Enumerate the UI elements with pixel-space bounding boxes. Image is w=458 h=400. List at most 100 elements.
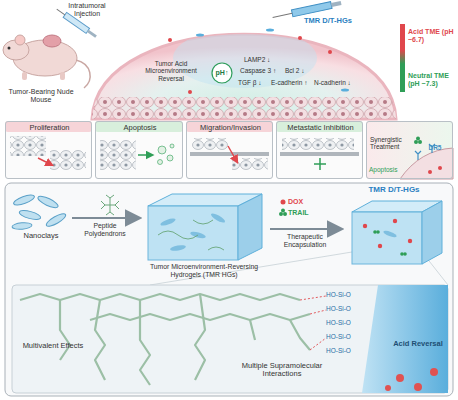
syringe-right-part — [331, 1, 342, 7]
tumor-dome-part — [196, 34, 204, 37]
synergy-cell — [400, 137, 453, 180]
syringe-right-part — [273, 13, 293, 17]
annotation-label: E-cadherin ↑ — [271, 79, 313, 86]
node-shape-part — [352, 212, 422, 264]
node-shape-part — [160, 217, 177, 227]
effect-panels-part — [276, 121, 363, 132]
nanoclay-discs-part — [12, 193, 35, 207]
legend-swatch — [400, 24, 405, 50]
annotation-label: TRAIL — [288, 209, 318, 217]
annotation-label: LAMP2 ↓ — [244, 56, 284, 63]
effect-panel: Apoptosis — [95, 121, 183, 179]
apoptosis-cells-part — [170, 144, 174, 148]
proton-dots-part — [414, 383, 422, 391]
synergy-cell-part — [428, 170, 432, 174]
proton-dots-part — [396, 374, 404, 382]
polydendron-icon — [101, 195, 119, 215]
molecular-zoom-part — [362, 285, 448, 393]
node-label: pH↑ — [211, 69, 233, 77]
tumor-dome-part — [298, 36, 302, 40]
annotation-label: TMR D/T-HGs — [298, 17, 358, 25]
node-shape-part — [238, 194, 262, 260]
molecular-zoom-part — [12, 285, 448, 393]
nanoclay-discs — [12, 193, 68, 230]
annotation-label: TGF β ↓ — [238, 79, 270, 86]
syringe-right-part — [291, 2, 332, 17]
tumor-dome-part — [266, 29, 274, 32]
node-shape-part — [383, 230, 398, 239]
tumor-dome — [92, 28, 396, 119]
ph-gradient-bar — [400, 50, 405, 64]
node-shape — [138, 190, 270, 262]
polymer-chains-part — [140, 300, 150, 385]
molecular-zoom — [12, 285, 448, 393]
node-shape-part — [378, 244, 382, 248]
hydrogen-bonds-part — [310, 338, 326, 350]
node-label: Migration/Invasion — [187, 124, 274, 132]
drug-icons — [279, 200, 287, 217]
apoptosis-cells-part — [158, 146, 166, 154]
edge-label: Therapeutic Encapsulation — [272, 233, 338, 248]
proliferation-cells — [10, 136, 86, 170]
migration-cells-part — [228, 146, 236, 160]
nanoclay-discs-part — [37, 194, 60, 210]
annotation-label: Multivalent Effects — [18, 342, 88, 350]
preparation-panel-part — [5, 183, 453, 396]
mouse-drawing-part — [22, 72, 27, 80]
node-label: Metastatic Inhibition — [277, 124, 364, 132]
annotation-label: Tumor Acid Microenvironment Reversal — [134, 60, 208, 82]
proliferation-cells-part — [50, 150, 86, 170]
proliferation-cells-part — [38, 158, 50, 164]
migration-cells-part — [232, 158, 268, 170]
effect-panel: Metastatic Inhibition — [276, 121, 363, 179]
mouse-drawing-part — [60, 72, 65, 80]
tumor-dome-part — [173, 28, 317, 88]
drug-icons-part — [281, 200, 286, 205]
legend-label: Neutral TME (pH ~7.3) — [408, 72, 456, 88]
legend-label: Acid TME (pH ~6.7) — [408, 28, 456, 44]
tumor-dome-part — [188, 90, 192, 94]
node-label: Tumor Microenvironment-Reversing Hydroge… — [138, 263, 270, 278]
polymer-chains-part — [90, 314, 310, 320]
legend-swatch — [400, 64, 405, 92]
proliferation-cells-part — [10, 136, 46, 156]
migration-cells-part — [192, 138, 228, 150]
mouse-drawing-part — [43, 35, 61, 47]
node-label: Synergistic Treatment — [370, 136, 410, 151]
node-label: Apoptosis — [96, 124, 184, 132]
node-sublabel: DR5 — [423, 144, 447, 151]
effect-panels-part — [5, 121, 92, 132]
polymer-chains-part — [250, 320, 255, 340]
synergy-cell-part — [416, 137, 420, 141]
effect-panel: Proliferation — [5, 121, 92, 179]
synergy-cell-part — [415, 151, 421, 160]
annotation-label: Acid Reversal — [392, 340, 444, 348]
proton-dots — [385, 368, 438, 391]
polymer-chains-part — [20, 294, 300, 300]
apoptosis-cells-part — [138, 154, 150, 156]
annotation-label: DOX — [288, 198, 318, 206]
nanoclay-group: Nanoclays — [10, 192, 72, 244]
effect-panels-part — [5, 121, 92, 179]
effect-panel: Migration/Invasion — [186, 121, 273, 179]
polydendron-icon-part — [101, 195, 119, 215]
hydrogen-bonds-part — [310, 310, 326, 314]
node-shape-part — [363, 224, 367, 228]
node-shape-part — [422, 201, 442, 264]
node-shape-part — [212, 63, 232, 83]
mouse-drawing-part — [8, 47, 11, 50]
effect-panels-part — [95, 121, 183, 179]
tumor-dome-part — [168, 38, 172, 42]
node-shape-part — [148, 206, 238, 260]
metastasis-cells-part — [282, 138, 354, 150]
effect-panels-part — [186, 121, 273, 179]
node-label: Nanoclays — [10, 232, 72, 240]
annotation-label: HO-Si-O — [326, 319, 366, 326]
migration-cells-part — [190, 152, 269, 156]
node-shape-part — [170, 244, 187, 252]
node-label: TMR D/T-HGs — [340, 186, 448, 195]
process-arrow — [72, 217, 138, 219]
apoptosis-cells — [100, 140, 174, 170]
proton-dots-part — [385, 385, 391, 391]
annotation-label: HO-Si-O — [326, 291, 366, 298]
